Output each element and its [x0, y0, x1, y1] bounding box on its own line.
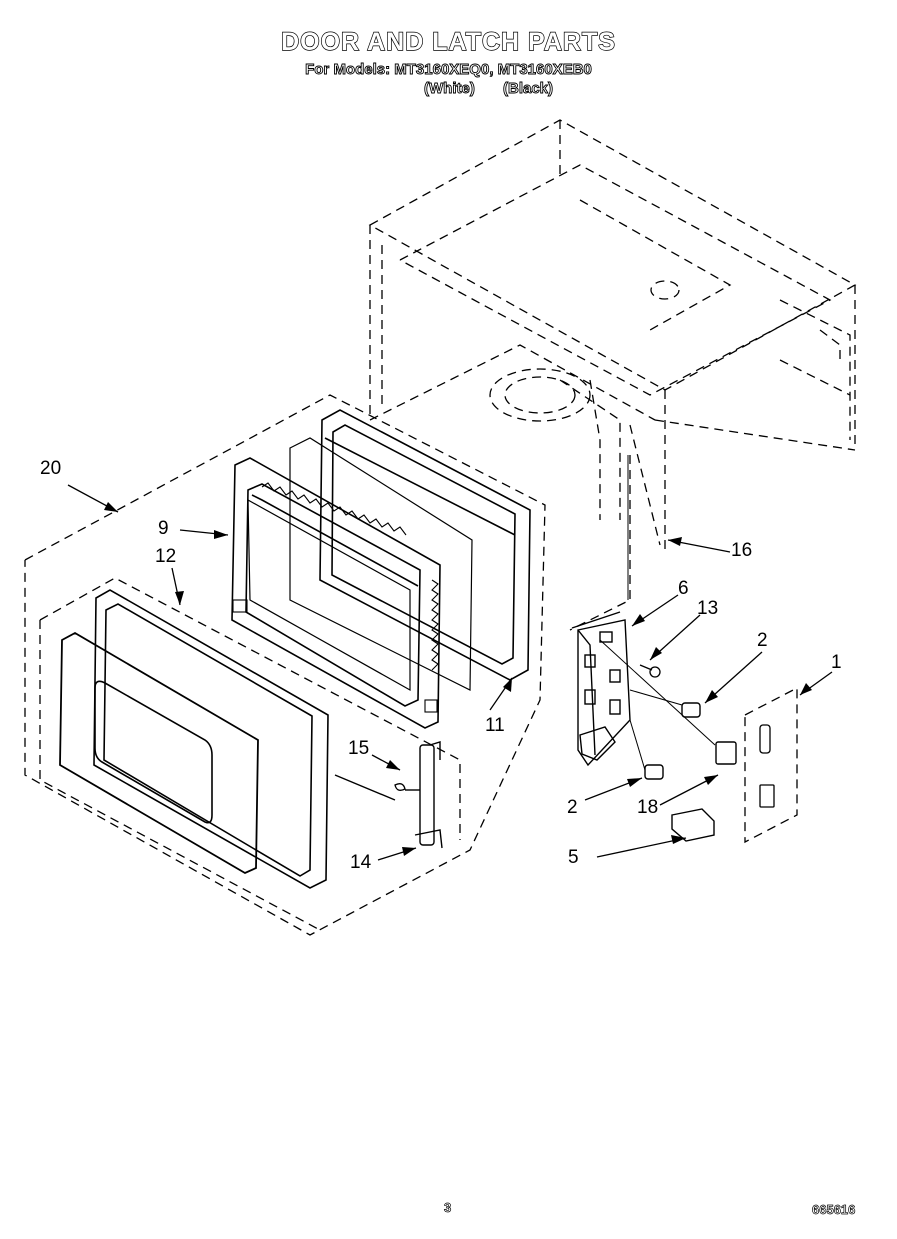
- door-frame: [231, 457, 441, 729]
- door-front-panel: [59, 631, 259, 875]
- callout-14: 14: [350, 852, 372, 873]
- screw: [639, 664, 661, 678]
- connector-lines: [599, 455, 716, 771]
- callout-2-lower: 2: [567, 797, 578, 818]
- models-line: For Models: MT3160XEQ0, MT3160XEB0: [305, 61, 593, 79]
- callout-1: 1: [831, 652, 842, 673]
- latch-bar: [334, 741, 443, 849]
- interlock-switch-upper: [681, 702, 701, 718]
- callout-20: 20: [40, 458, 62, 479]
- callout-5: 5: [568, 847, 579, 868]
- callout-18: 18: [637, 797, 659, 818]
- leader-arrows: [67, 484, 833, 861]
- interlock-switch-lower: [644, 764, 664, 780]
- page-number: 3: [444, 1200, 452, 1216]
- fuse-kit: [744, 686, 798, 844]
- latch-bracket: [571, 611, 631, 767]
- document-code: 665616: [812, 1202, 856, 1218]
- callout-12: 12: [155, 546, 177, 567]
- arrow-heads: [104, 502, 812, 856]
- door-shell: [93, 589, 329, 889]
- choke-frame: [319, 409, 531, 681]
- door-assembly-outline: [24, 394, 631, 936]
- callout-13: 13: [697, 598, 719, 619]
- cabinet-outline: [368, 119, 857, 550]
- door-screen-sheet: [289, 437, 473, 691]
- switch-holder: [671, 808, 715, 842]
- color-black-label: (Black): [503, 80, 554, 98]
- page-title: DOOR AND LATCH PARTS: [280, 27, 616, 56]
- callout-9: 9: [158, 518, 169, 539]
- callout-11: 11: [485, 715, 505, 736]
- color-white-label: (White): [424, 80, 476, 98]
- callout-15: 15: [348, 738, 370, 759]
- callout-16: 16: [731, 540, 753, 561]
- monitor-switch: [715, 741, 737, 765]
- callout-2-upper: 2: [757, 630, 768, 651]
- callout-6: 6: [678, 578, 689, 599]
